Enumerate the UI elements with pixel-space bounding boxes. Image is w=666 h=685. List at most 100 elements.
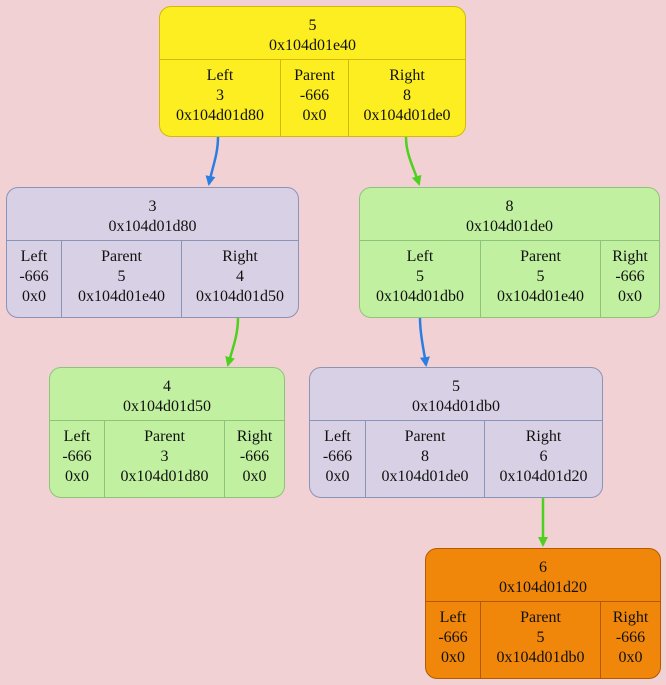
node-value: 5 — [308, 17, 317, 34]
edge-n5-left-to-n3 — [205, 136, 220, 186]
parent-label: Parent — [404, 428, 446, 445]
parent-field: Parent 8 0x104d01de0 — [365, 421, 484, 497]
right-field: Right -666 0x0 — [600, 602, 660, 678]
right-address: 0x104d01de0 — [363, 107, 451, 124]
node-fields: Left -666 0x0 Parent 5 0x104d01db0 Right… — [426, 602, 660, 678]
right-value: -666 — [615, 629, 646, 646]
right-label: Right — [612, 248, 648, 265]
node-fields: Left -666 0x0 Parent 8 0x104d01de0 Right… — [310, 421, 602, 497]
parent-label: Parent — [144, 428, 185, 445]
parent-address: 0x104d01d80 — [120, 468, 209, 485]
right-field: Right 8 0x104d01de0 — [348, 60, 465, 136]
parent-address: 0x104d01e40 — [77, 288, 166, 305]
node-6: 6 0x104d01d20 Left -666 0x0 Parent 5 0x1… — [425, 548, 661, 679]
right-address: 0x0 — [618, 288, 642, 305]
left-label: Left — [406, 248, 434, 265]
node-header: 8 0x104d01de0 — [360, 188, 659, 241]
node-value: 8 — [505, 198, 514, 215]
right-address: 0x0 — [618, 649, 643, 666]
left-field: Left -666 0x0 — [310, 421, 365, 497]
node-fields: Left -666 0x0 Parent 5 0x104d01e40 Right… — [7, 241, 298, 317]
parent-address: 0x0 — [302, 107, 327, 124]
right-address: 0x0 — [242, 468, 267, 485]
right-label: Right — [236, 428, 273, 445]
left-label: Left — [20, 248, 48, 265]
left-label: Left — [439, 609, 467, 626]
parent-address: 0x104d01db0 — [496, 649, 585, 666]
node-3: 3 0x104d01d80 Left -666 0x0 Parent 5 0x1… — [6, 187, 299, 318]
node-address: 0x104d01d50 — [123, 398, 211, 415]
parent-field: Parent 5 0x104d01e40 — [480, 241, 600, 317]
left-value: -666 — [62, 448, 92, 465]
parent-value: 5 — [117, 268, 126, 285]
left-address: 0x0 — [325, 468, 350, 485]
right-value: -666 — [615, 268, 645, 285]
parent-value: 3 — [160, 448, 169, 465]
node-address: 0x104d01db0 — [412, 398, 500, 415]
node-address: 0x104d01de0 — [465, 218, 554, 235]
node-address: 0x104d01d80 — [108, 218, 197, 235]
right-value: 6 — [539, 448, 548, 465]
node-4: 4 0x104d01d50 Left -666 0x0 Parent 3 0x1… — [49, 367, 285, 498]
node-value: 5 — [452, 378, 460, 395]
left-value: -666 — [322, 448, 353, 465]
left-address: 0x104d01db0 — [376, 288, 464, 305]
right-field: Right 6 0x104d01d20 — [484, 421, 602, 497]
parent-field: Parent 3 0x104d01d80 — [104, 421, 224, 497]
right-value: -666 — [239, 448, 270, 465]
right-field: Right 4 0x104d01d50 — [181, 241, 298, 317]
parent-address: 0x104d01e40 — [496, 288, 585, 305]
left-field: Left -666 0x0 — [426, 602, 480, 678]
left-label: Left — [324, 428, 351, 445]
left-value: -666 — [438, 629, 468, 646]
right-value: 8 — [403, 87, 411, 104]
parent-label: Parent — [101, 248, 142, 265]
left-address: 0x0 — [65, 468, 89, 485]
parent-value: 5 — [536, 629, 545, 646]
left-label: Left — [63, 428, 91, 445]
node-value: 6 — [539, 559, 547, 576]
left-value: 3 — [216, 87, 224, 104]
parent-label: Parent — [520, 609, 561, 626]
node-header: 6 0x104d01d20 — [426, 549, 660, 602]
parent-label: Parent — [520, 248, 561, 265]
node-header: 5 0x104d01e40 — [160, 7, 465, 60]
left-field: Left 3 0x104d01d80 — [160, 60, 280, 136]
right-label: Right — [389, 67, 425, 84]
node-header: 4 0x104d01d50 — [50, 368, 284, 421]
left-address: 0x0 — [441, 649, 465, 666]
right-address: 0x104d01d50 — [196, 288, 284, 305]
left-label: Left — [206, 67, 234, 84]
node-8: 8 0x104d01de0 Left 5 0x104d01db0 Parent … — [359, 187, 660, 318]
node-address: 0x104d01d20 — [499, 579, 587, 596]
edge-n5-right-to-n8 — [404, 136, 422, 186]
parent-value: -666 — [299, 87, 330, 104]
right-value: 4 — [236, 268, 244, 285]
parent-field: Parent 5 0x104d01db0 — [480, 602, 600, 678]
left-value: -666 — [19, 268, 49, 285]
parent-address: 0x104d01de0 — [381, 468, 469, 485]
parent-field: Parent -666 0x0 — [280, 60, 348, 136]
left-address: 0x0 — [22, 288, 46, 305]
node-5-child: 5 0x104d01db0 Left -666 0x0 Parent 8 0x1… — [309, 367, 603, 498]
node-5-root: 5 0x104d01e40 Left 3 0x104d01d80 Parent … — [159, 6, 466, 137]
right-label: Right — [222, 248, 258, 265]
left-field: Left -666 0x0 — [7, 241, 61, 317]
left-value: 5 — [416, 268, 424, 285]
node-fields: Left -666 0x0 Parent 3 0x104d01d80 Right… — [50, 421, 284, 497]
right-address: 0x104d01d20 — [499, 468, 588, 485]
right-field: Right -666 0x0 — [224, 421, 284, 497]
edge-n3-right-to-n4 — [225, 317, 240, 367]
node-fields: Left 5 0x104d01db0 Parent 5 0x104d01e40 … — [360, 241, 659, 317]
right-label: Right — [525, 428, 562, 445]
node-header: 3 0x104d01d80 — [7, 188, 298, 241]
node-fields: Left 3 0x104d01d80 Parent -666 0x0 Right… — [160, 60, 465, 136]
parent-field: Parent 5 0x104d01e40 — [61, 241, 181, 317]
left-address: 0x104d01d80 — [176, 107, 264, 124]
parent-value: 5 — [536, 268, 545, 285]
parent-label: Parent — [294, 67, 335, 84]
right-label: Right — [612, 609, 649, 626]
node-value: 3 — [148, 198, 157, 215]
right-field: Right -666 0x0 — [600, 241, 659, 317]
edge-n8-left-to-n5b — [418, 317, 430, 367]
